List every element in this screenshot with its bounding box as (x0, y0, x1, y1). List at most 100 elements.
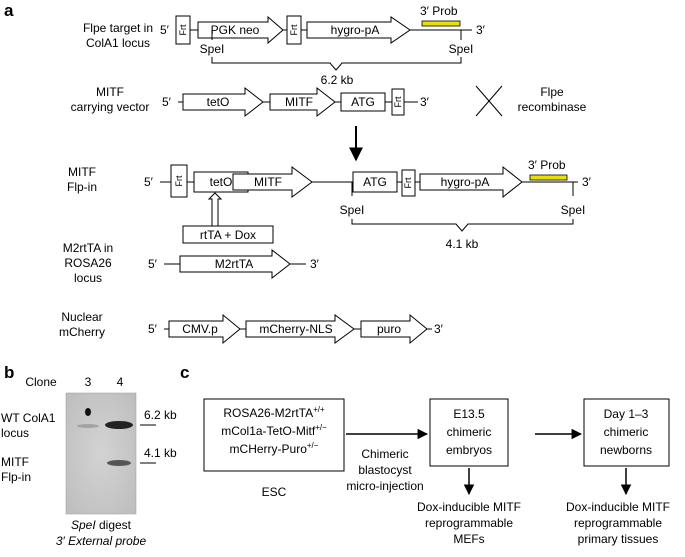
svg-text:3′ Prob: 3′ Prob (528, 158, 566, 172)
construct-flpe-target: Flpe target in ColA1 locus 5′ Frt PGK ne… (83, 4, 486, 87)
spei-label: SpeI (449, 42, 474, 56)
five-prime: 5′ (160, 23, 170, 37)
svg-text:Chimeric: Chimeric (361, 447, 408, 461)
svg-text:Flpe: Flpe (540, 85, 564, 99)
svg-text:M2rtTA: M2rtTA (215, 257, 253, 271)
size-bracket (211, 57, 462, 71)
frt-box (170, 164, 188, 198)
svg-text:embryos: embryos (446, 443, 492, 457)
svg-text:hygro-pA: hygro-pA (441, 175, 490, 189)
teto-arrow (182, 86, 264, 118)
mef-line-1: Dox-inducible MITF (417, 500, 521, 514)
rtta-dox: rtTA + Dox (182, 192, 274, 244)
probe-bar (529, 174, 568, 181)
svg-text:Frt: Frt (403, 177, 413, 188)
svg-text:newborns: newborns (600, 443, 652, 457)
hygro-pa-arrow (419, 165, 523, 199)
svg-text:MITF: MITF (96, 85, 124, 99)
svg-text:reprogrammable: reprogrammable (425, 516, 513, 530)
svg-text:tetO: tetO (207, 95, 230, 109)
marker-4-1kb: 4.1 kb (144, 446, 177, 460)
svg-text:ROSA26: ROSA26 (64, 256, 112, 270)
esc-box (203, 398, 345, 472)
induction-arrow (207, 192, 223, 227)
label-wt-cola1: WT ColA1 (1, 411, 56, 425)
svg-text:3′: 3′ (582, 175, 592, 189)
svg-text:reprogrammable: reprogrammable (574, 516, 662, 530)
day-1-3-box (583, 398, 670, 467)
frt-box (286, 15, 302, 45)
svg-text:Flp-in: Flp-in (67, 180, 97, 194)
mcherry-nls-arrow (245, 314, 355, 344)
lane-3-label: 3 (85, 375, 92, 389)
probe-label: 3′ Prob (420, 4, 458, 18)
frt-box (401, 169, 416, 197)
esc-line-2: mCol1a-TetO-Mitf+/− (221, 423, 327, 438)
puro-arrow (360, 313, 428, 345)
frt-box (175, 15, 191, 45)
svg-text:E13.5: E13.5 (453, 407, 485, 421)
svg-text:Day 1–3: Day 1–3 (604, 407, 649, 421)
band-wt (105, 421, 133, 429)
band-flpin (107, 460, 131, 466)
e13-5-box (429, 398, 509, 467)
workflow: ROSA26-M2rtTA+/+ mCol1a-TetO-Mitf+/− mCH… (203, 398, 670, 546)
svg-text:mCherry-NLS: mCherry-NLS (259, 322, 332, 336)
svg-text:Frt: Frt (174, 175, 184, 186)
frt-box (391, 88, 405, 116)
svg-text:locus: locus (74, 271, 102, 285)
spei-label: SpeI (340, 203, 365, 217)
svg-text:mCherry: mCherry (59, 325, 105, 339)
construct-m2rtta: M2rtTA in ROSA26 locus 5′ M2rtTA 3′ (63, 241, 320, 285)
svg-text:locus: locus (1, 426, 29, 440)
construct-mitf-flpin: MITF Flp-in 5′ Frt tetO MITF ATG Frt hyg… (67, 158, 592, 251)
tissue-line-1: Dox-inducible MITF (566, 500, 670, 514)
svg-text:hygro-pA: hygro-pA (331, 23, 380, 37)
svg-text:Frt: Frt (178, 24, 188, 35)
blot-image (65, 392, 137, 515)
size-6-2kb: 6.2 kb (321, 73, 354, 87)
spei-label: SpeI (561, 203, 586, 217)
svg-text:5′: 5′ (148, 322, 158, 336)
svg-text:chimeric: chimeric (447, 425, 492, 439)
band-wt-faint (77, 424, 99, 428)
three-prime: 3′ (476, 23, 486, 37)
svg-text:ATG: ATG (363, 175, 387, 189)
svg-text:rtTA + Dox: rtTA + Dox (200, 228, 256, 242)
svg-text:carrying vector: carrying vector (71, 100, 150, 114)
esc-line-3: mCHerry-Puro+/− (230, 441, 319, 456)
svg-text:5′: 5′ (162, 95, 172, 109)
svg-text:5′: 5′ (148, 257, 158, 271)
mitf-arrow (232, 166, 313, 198)
probe-bar (421, 20, 461, 27)
svg-text:Nuclear: Nuclear (61, 310, 102, 324)
hygro-pa-arrow (306, 16, 411, 44)
construct-mcherry: Nuclear mCherry 5′ CMV.p mCherry-NLS pur… (59, 310, 444, 345)
svg-text:MITF: MITF (68, 165, 96, 179)
panel-c-label: c (180, 363, 189, 382)
svg-text:3′: 3′ (420, 95, 430, 109)
svg-text:tetO: tetO (210, 175, 233, 189)
atg-box (352, 171, 398, 193)
svg-text:PGK neo: PGK neo (211, 23, 260, 37)
svg-text:MEFs: MEFs (453, 532, 484, 546)
spei-label: SpeI (200, 42, 225, 56)
flpe-recombinase: Flpe recombinase (475, 85, 587, 117)
svg-text:3′: 3′ (434, 322, 444, 336)
svg-text:micro-injection: micro-injection (346, 479, 423, 493)
svg-text:M2rtTA in: M2rtTA in (63, 241, 113, 255)
m2rtta-arrow (179, 248, 291, 280)
esc-line-1: ROSA26-M2rtTA+/+ (223, 405, 325, 420)
label-flpe-target-1: Flpe target in (83, 21, 153, 35)
svg-text:blastocyst: blastocyst (358, 463, 412, 477)
esc-label: ESC (262, 485, 287, 499)
lane-4-label: 4 (117, 375, 124, 389)
label-flpe-target-2: ColA1 locus (86, 36, 150, 50)
marker-6-2kb: 6.2 kb (144, 408, 177, 422)
mitf-arrow (269, 86, 336, 118)
construct-mitf-vector: MITF carrying vector 5′ tetO MITF ATG Fr… (71, 85, 430, 118)
svg-text:5′: 5′ (144, 175, 154, 189)
size-bracket (351, 219, 574, 232)
svg-text:Frt: Frt (393, 96, 403, 107)
